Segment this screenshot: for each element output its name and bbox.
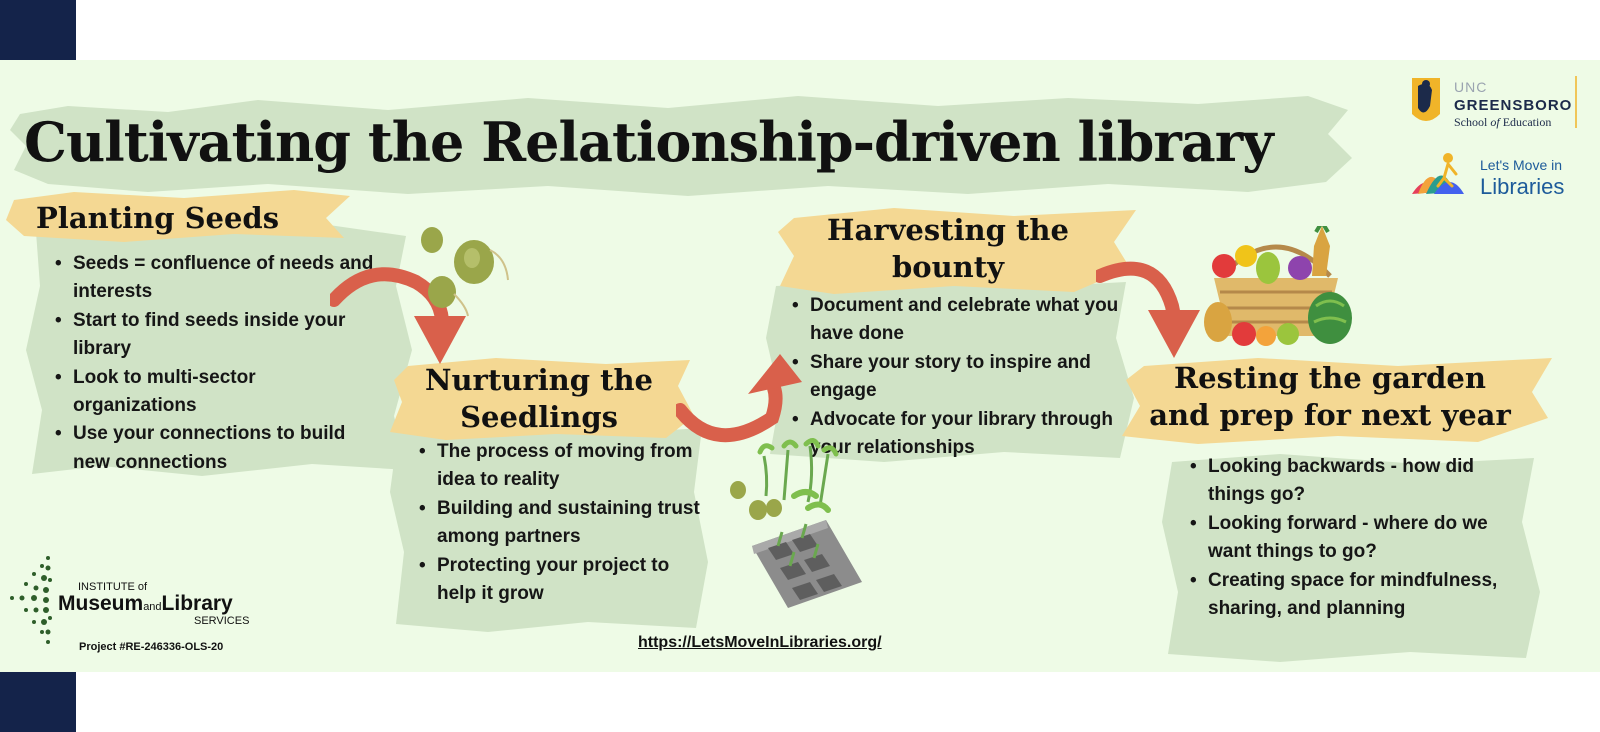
- list-item: Share your story to inspire and engage: [792, 349, 1122, 406]
- list-item: Advocate for your library through your r…: [792, 406, 1122, 463]
- lets-move-text: Let's Move in: [1480, 157, 1562, 173]
- stage4-heading: Resting the garden and prep for next yea…: [1149, 361, 1511, 433]
- list-item: Document and celebrate what you have don…: [792, 292, 1122, 349]
- stage2-bullet-list: The process of moving from idea to reali…: [419, 438, 704, 608]
- list-item: Seeds = confluence of needs and interest…: [55, 250, 375, 307]
- page-title: Cultivating the Relationship-driven libr…: [24, 110, 1274, 174]
- stage2-heading: Nurturing the Seedlings: [424, 363, 654, 435]
- title-brush: [10, 96, 1352, 196]
- imls-services-text: SERVICES: [194, 615, 249, 627]
- lets-move-libraries-logo: Let's Move in Libraries: [1412, 153, 1564, 199]
- list-item: Looking forward - where do we want thing…: [1190, 510, 1530, 567]
- arrow-stage3-to-stage4: [1096, 261, 1200, 358]
- infographic-poster: Cultivating the Relationship-driven libr…: [0, 60, 1600, 672]
- list-item: Look to multi-sector organizations: [55, 364, 375, 421]
- school-of-education-text: School of Education: [1454, 115, 1551, 129]
- stage2-heading-brush: [390, 358, 694, 440]
- unc-text: UNC: [1454, 79, 1487, 95]
- stage3-heading: Harvesting the bounty: [827, 213, 1069, 285]
- stage1-heading-brush: [6, 190, 350, 242]
- stage4-bullet-list: Looking backwards - how did things go? L…: [1190, 453, 1530, 623]
- imls-dots-mark: [10, 556, 52, 644]
- unc-greensboro-logo: UNC GREENSBORO School of Education: [1412, 76, 1577, 129]
- greensboro-text: GREENSBORO: [1454, 97, 1572, 114]
- seeds-illustration: [421, 227, 509, 317]
- list-item: Building and sustaining trust among part…: [419, 495, 704, 552]
- corner-block-bottom: [0, 672, 76, 732]
- website-link[interactable]: https://LetsMoveInLibraries.org/: [638, 634, 882, 651]
- libraries-text: Libraries: [1480, 174, 1564, 199]
- list-item: Use your connections to build new connec…: [55, 420, 375, 477]
- stage1-bullet-list: Seeds = confluence of needs and interest…: [55, 250, 375, 477]
- seedling-tray-illustration: [730, 438, 862, 608]
- imls-institute-text: INSTITUTE of: [78, 581, 148, 593]
- stage1-heading: Planting Seeds: [36, 201, 280, 235]
- list-item: Looking backwards - how did things go?: [1190, 453, 1530, 510]
- stage4-heading-brush: [1122, 358, 1552, 444]
- fruit-basket-illustration: [1204, 226, 1352, 346]
- corner-block-top: [0, 0, 76, 60]
- list-item: The process of moving from idea to reali…: [419, 438, 704, 495]
- project-number: Project #RE-246336-OLS-20: [79, 641, 224, 653]
- arrow-stage2-to-stage3: [676, 354, 802, 443]
- list-item: Start to find seeds inside your library: [55, 307, 375, 364]
- imls-name-text: MuseumandLibrary: [58, 592, 233, 615]
- stage3-bullet-list: Document and celebrate what you have don…: [792, 292, 1122, 462]
- list-item: Creating space for mindfulness, sharing,…: [1190, 567, 1530, 624]
- imls-logo: INSTITUTE of MuseumandLibrary SERVICES: [10, 556, 249, 644]
- stage3-heading-brush: [778, 208, 1136, 294]
- list-item: Protecting your project to help it grow: [419, 552, 704, 609]
